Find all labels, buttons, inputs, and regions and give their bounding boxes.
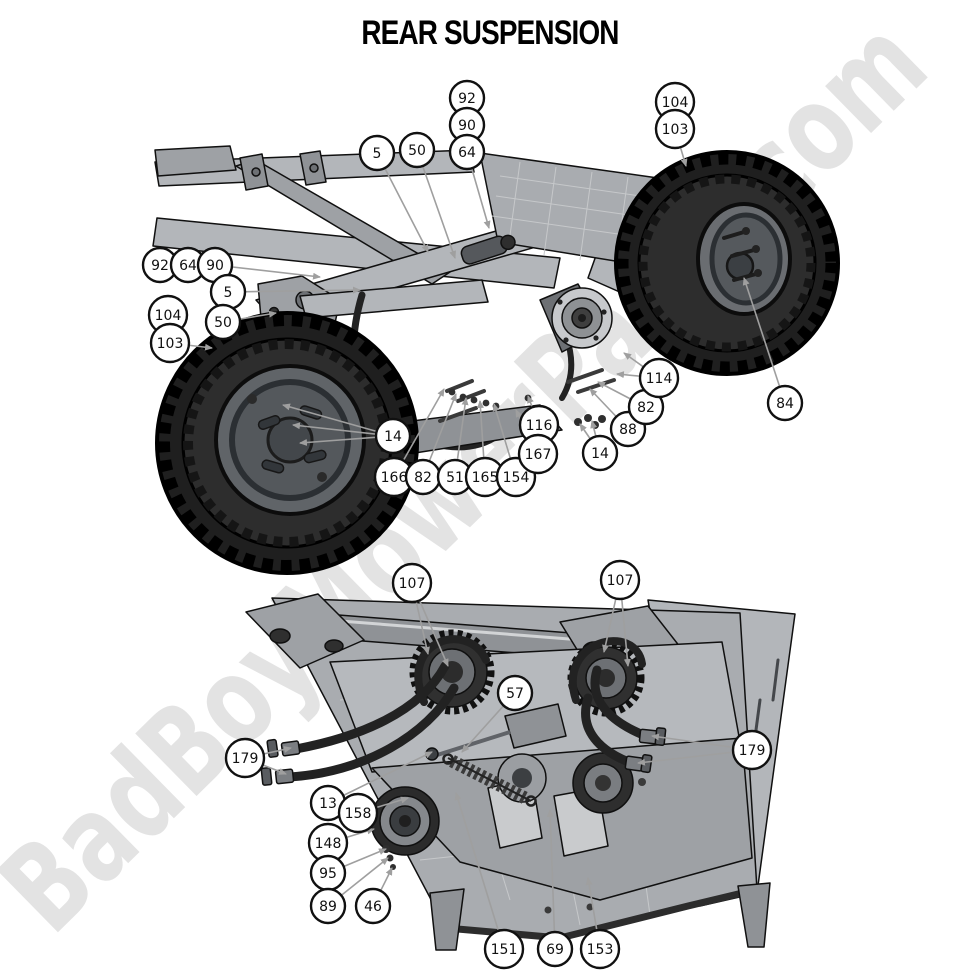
callout-label-92: 92	[151, 258, 169, 274]
callout-label-148: 148	[315, 836, 342, 852]
lug-bolts	[722, 230, 758, 282]
callout-label-153: 153	[587, 942, 614, 958]
callout-label-90: 90	[206, 258, 224, 274]
callout-balloon-179	[731, 729, 773, 771]
callout-label-82: 82	[637, 400, 655, 416]
callout-label-95: 95	[319, 866, 337, 882]
leader-line-5	[376, 152, 429, 253]
callout-balloon-14	[581, 434, 619, 472]
callout-balloon-14	[374, 417, 412, 455]
callout-balloon-84	[766, 384, 804, 422]
leader-line-14	[282, 403, 394, 437]
callout-label-104: 104	[662, 95, 689, 111]
callout-label-107: 107	[607, 573, 634, 589]
callout-balloon-167	[517, 433, 559, 475]
callout-label-107: 107	[399, 576, 426, 592]
right-rear-tire	[614, 150, 840, 376]
callout-label-165: 165	[472, 470, 499, 486]
callout-label-104: 104	[155, 308, 182, 324]
callout-label-103: 103	[662, 122, 689, 138]
callout-label-179: 179	[232, 751, 259, 767]
callout-label-50: 50	[408, 143, 426, 159]
callout-label-179: 179	[739, 743, 766, 759]
underside-frame	[245, 593, 796, 951]
callout-balloon-103	[654, 108, 696, 150]
callout-balloon-114	[638, 357, 680, 399]
callout-label-64: 64	[179, 258, 197, 274]
callout-label-116: 116	[526, 418, 553, 434]
callout-balloon-50	[398, 131, 436, 169]
callout-label-69: 69	[546, 942, 564, 958]
callout-label-166: 166	[381, 470, 408, 486]
callout-balloon-179	[224, 737, 266, 779]
callout-label-88: 88	[619, 422, 637, 438]
callout-label-14: 14	[384, 429, 402, 445]
callout-label-114: 114	[646, 371, 673, 387]
callout-label-64: 64	[458, 145, 476, 161]
leader-line-69	[546, 809, 556, 950]
left-rear-tire	[155, 311, 419, 575]
callout-label-57: 57	[506, 686, 524, 702]
callout-balloon-107	[391, 562, 433, 604]
leader-line-50	[416, 149, 456, 259]
hydraulic-hoses	[260, 635, 667, 786]
spring-and-idler	[370, 703, 567, 870]
top-suspension-diagram: 9290645501041039264905501041031416682511…	[141, 79, 840, 575]
callout-balloon-153	[579, 928, 621, 970]
leader-line-5	[227, 286, 361, 294]
callout-label-50: 50	[214, 315, 232, 331]
callout-label-46: 46	[364, 899, 382, 915]
callout-label-14: 14	[591, 446, 609, 462]
callout-label-103: 103	[157, 336, 184, 352]
callout-label-167: 167	[525, 447, 552, 463]
leader-line-13	[327, 751, 433, 804]
callout-balloon-89	[309, 887, 347, 925]
callout-balloon-5	[358, 134, 396, 172]
callout-label-84: 84	[776, 396, 794, 412]
callout-label-13: 13	[319, 796, 337, 812]
callout-label-89: 89	[319, 899, 337, 915]
leader-line-151	[454, 792, 505, 950]
callout-label-82: 82	[414, 470, 432, 486]
wheel-hub	[539, 283, 613, 353]
page-title: REAR SUSPENSION	[361, 14, 619, 52]
callout-balloon-50	[204, 303, 242, 341]
callout-balloon-46	[354, 887, 392, 925]
callout-label-5: 5	[224, 285, 233, 301]
leader-line-84	[742, 277, 786, 404]
callout-balloon-64	[448, 133, 486, 171]
callout-balloon-57	[496, 674, 534, 712]
callout-label-51: 51	[446, 470, 464, 486]
callout-label-151: 151	[491, 942, 518, 958]
callout-balloon-103	[149, 322, 191, 364]
callout-balloon-107	[599, 559, 641, 601]
callout-balloon-158	[337, 792, 379, 834]
callout-label-92: 92	[458, 91, 476, 107]
callout-label-90: 90	[458, 118, 476, 134]
callout-balloon-69	[536, 930, 574, 968]
callout-label-5: 5	[373, 146, 382, 162]
callout-label-154: 154	[503, 470, 530, 486]
callout-label-158: 158	[345, 806, 372, 822]
callout-balloon-151	[483, 928, 525, 970]
